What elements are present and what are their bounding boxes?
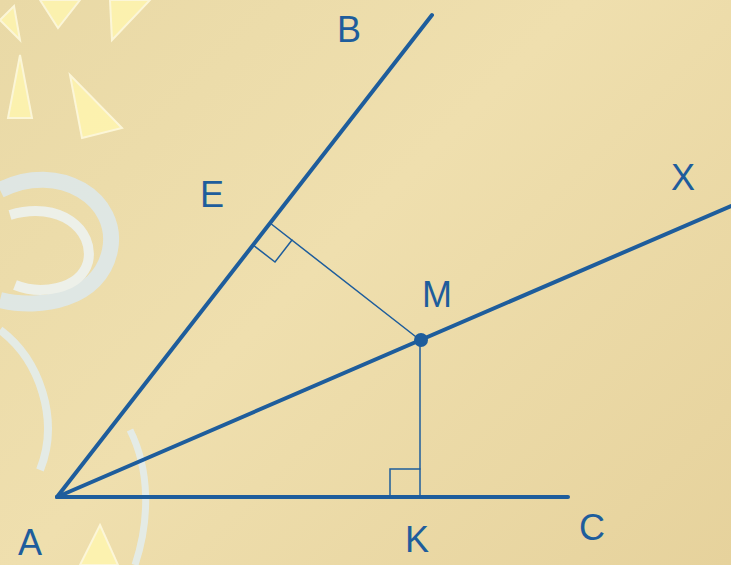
point-label: K [405,522,429,558]
point-label: M [422,277,452,313]
point-label: C [579,510,605,546]
point-dot [414,333,428,347]
point-label: X [671,160,695,196]
point-label: E [200,177,224,213]
point-label: B [337,12,361,48]
right-angle-mark [253,240,292,262]
decoration [0,0,150,565]
point-label: A [18,525,42,561]
perpendicular-mk [419,340,421,497]
ray-ab [57,15,432,497]
ray-ax [57,206,731,497]
ray-ac [57,495,568,499]
right-angle-mark [390,469,420,497]
